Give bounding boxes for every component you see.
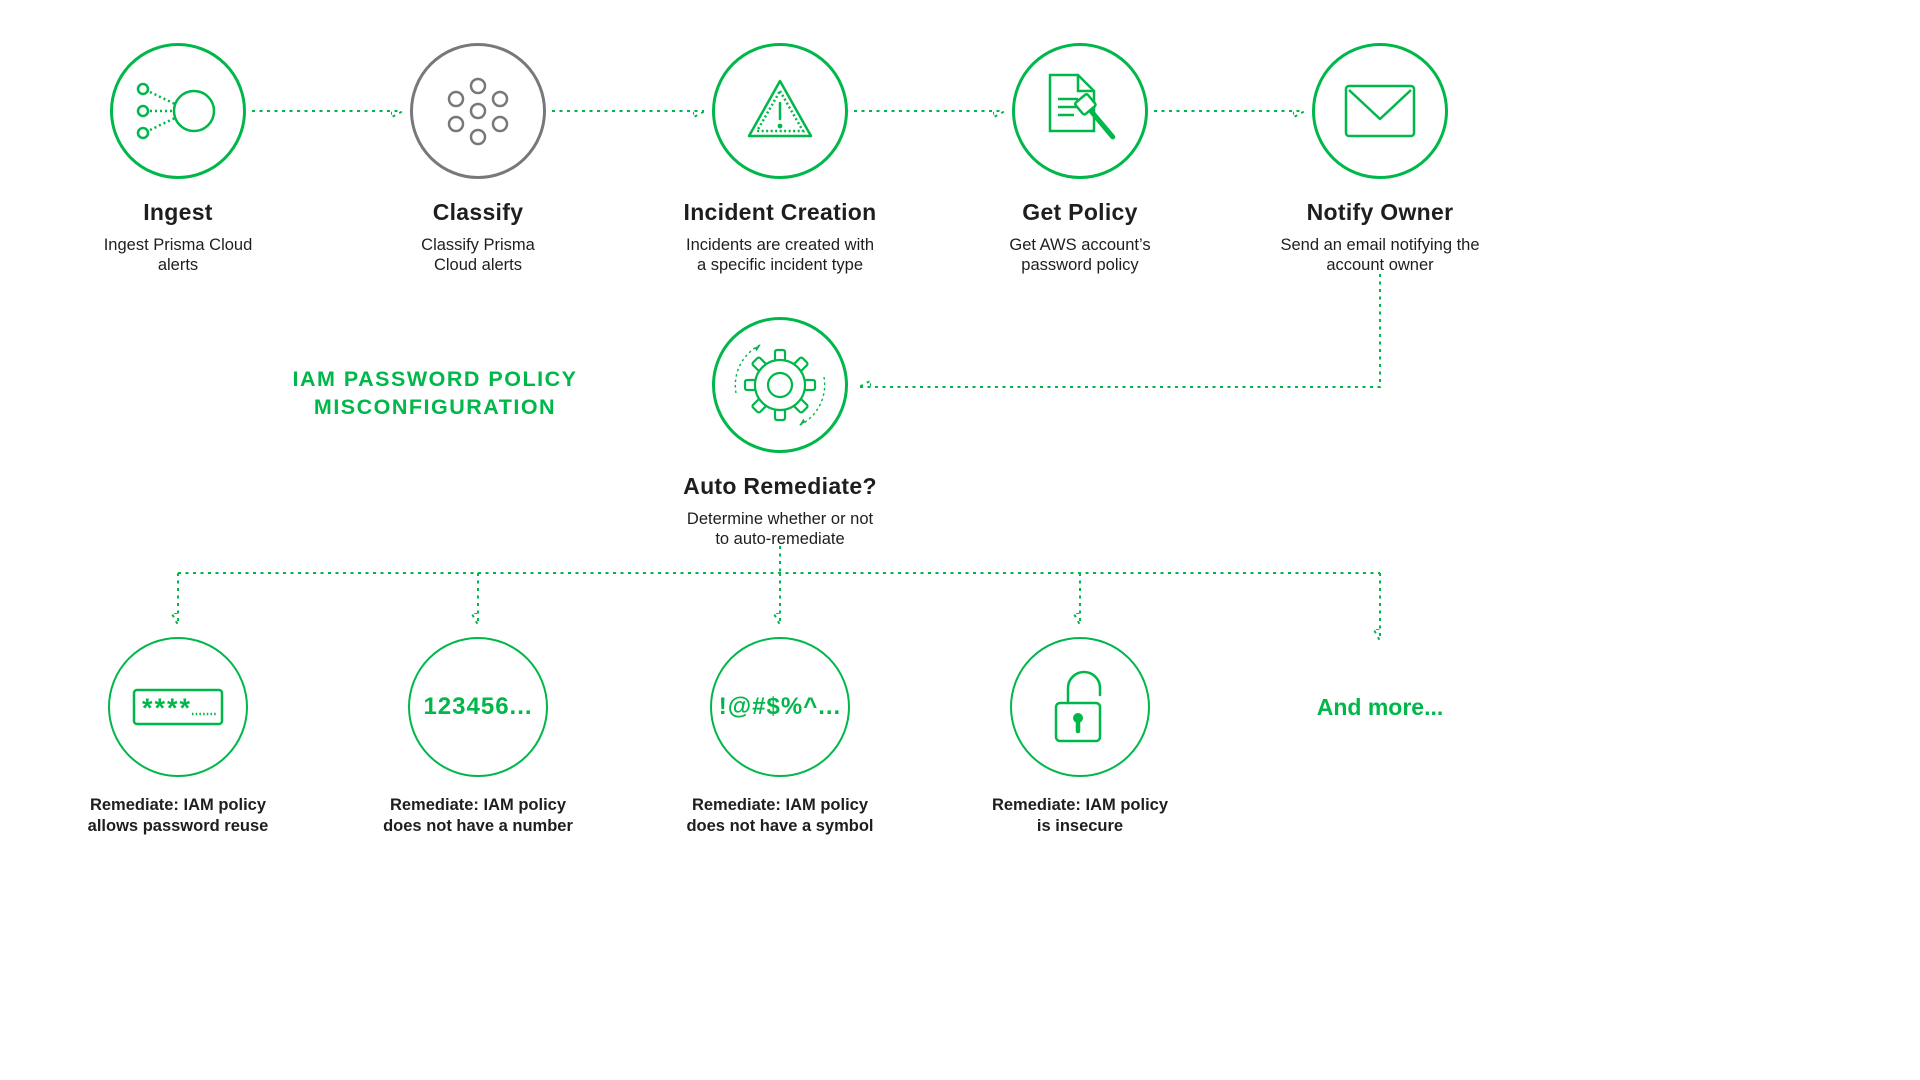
node-description: Classify Prisma Cloud alerts (421, 236, 535, 275)
remediate-insecure-circle (1010, 637, 1150, 777)
node-classify: Classify Classify Prisma Cloud alerts (353, 43, 603, 275)
diagram-title-line2: MISCONFIGURATION (313, 394, 557, 419)
diagram-title: IAM PASSWORD POLICY MISCONFIGURATION (215, 366, 655, 422)
node-remediate-reuse: **** Remediate: IAM policy allows passwo… (53, 637, 303, 836)
warning-triangle-icon (747, 79, 813, 138)
symbol-password-text: !@#$%^... (718, 693, 842, 720)
remediate-number-circle: 123456... (408, 637, 548, 777)
remediate-reuse-circle: **** (108, 637, 248, 777)
notify-owner-circle (1312, 43, 1448, 179)
node-title: Get Policy (1022, 199, 1138, 225)
number-password-text: 123456... (423, 693, 533, 720)
password-asterisks-icon: **** (132, 688, 224, 726)
gear-rotate-icon (734, 329, 826, 441)
node-incident-creation: Incident Creation Incidents are created … (655, 43, 905, 275)
ingest-icon (136, 82, 216, 140)
node-auto-remediate: Auto Remediate? Determine whether or not… (655, 317, 905, 549)
node-description: Incidents are created with a specific in… (685, 236, 875, 275)
remediate-symbol-circle: !@#$%^... (710, 637, 850, 777)
node-get-policy: Get Policy Get AWS account’s password po… (955, 43, 1205, 275)
node-label: Remediate: IAM policy allows password re… (87, 796, 269, 835)
classify-circle (410, 43, 546, 179)
auto-remediate-circle (712, 317, 848, 453)
node-label: Remediate: IAM policy does not have a nu… (383, 796, 573, 835)
node-notify-owner: Notify Owner Send an email notifying the… (1255, 43, 1505, 275)
get-policy-circle (1012, 43, 1148, 179)
policy-document-gavel-icon (1048, 73, 1116, 140)
node-description: Send an email notifying the account owne… (1280, 236, 1480, 275)
node-title: Auto Remediate? (683, 473, 877, 499)
node-label: Remediate: IAM policy does not have a sy… (686, 796, 874, 835)
password-asterisks-text: **** (142, 693, 192, 723)
node-ingest: Ingest Ingest Prisma Cloud alerts (53, 43, 303, 275)
node-description: Ingest Prisma Cloud alerts (103, 236, 253, 275)
node-remediate-insecure: Remediate: IAM policy is insecure (955, 637, 1205, 836)
node-title: Classify (432, 199, 524, 225)
incident-circle (712, 43, 848, 179)
and-more-label: And more... (1316, 694, 1444, 720)
diagram-title-line1: IAM PASSWORD POLICY (292, 367, 578, 391)
node-remediate-number: 123456... Remediate: IAM policy does not… (353, 637, 603, 836)
open-padlock-icon (1054, 670, 1102, 743)
classify-icon (447, 77, 509, 146)
node-remediate-symbol: !@#$%^... Remediate: IAM policy does not… (655, 637, 905, 836)
node-description: Determine whether or not to auto-remedia… (686, 510, 874, 549)
envelope-icon (1344, 84, 1416, 138)
node-title: Ingest (143, 199, 213, 225)
node-title: Incident Creation (683, 199, 877, 225)
node-title: Notify Owner (1306, 199, 1454, 225)
node-description: Get AWS account’s password policy (1009, 236, 1151, 275)
ingest-circle (110, 43, 246, 179)
node-label: Remediate: IAM policy is insecure (991, 796, 1169, 835)
